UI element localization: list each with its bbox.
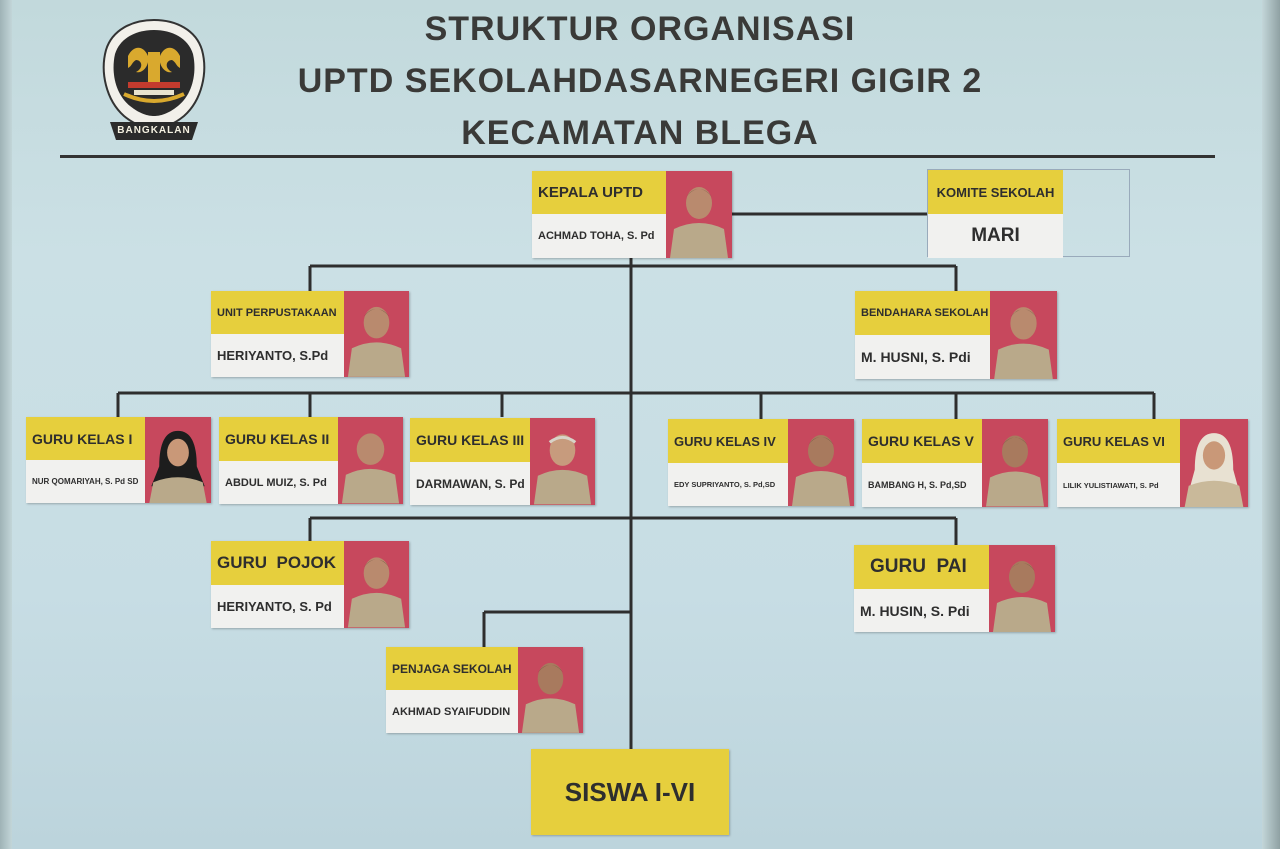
frame-left-edge — [0, 0, 12, 849]
card-komite-sekolah: KOMITE SEKOLAH MARI — [927, 169, 1130, 258]
portrait-photo — [344, 541, 409, 628]
name-label: BAMBANG H, S. Pd,SD — [862, 463, 982, 507]
card-penjaga-sekolah: PENJAGA SEKOLAH AKHMAD SYAIFUDDIN — [386, 647, 583, 733]
role-label: GURU KELAS I — [26, 417, 145, 460]
role-label: GURU KELAS IV — [668, 419, 788, 463]
portrait-photo — [518, 647, 583, 733]
card-guru-kelas-2: GURU KELAS II ABDUL MUIZ, S. Pd — [219, 417, 403, 504]
siswa-box: SISWA I-VI — [531, 749, 729, 835]
card-guru-kelas-5: GURU KELAS V BAMBANG H, S. Pd,SD — [862, 419, 1048, 507]
role-label: GURU KELAS III — [410, 418, 530, 462]
portrait-photo — [989, 545, 1055, 632]
name-label: MARI — [928, 214, 1063, 258]
name-label: M. HUSNI, S. Pdi — [855, 335, 990, 379]
card-kepala-uptd: KEPALA UPTD ACHMAD TOHA, S. Pd — [532, 171, 732, 258]
portrait-photo — [145, 417, 211, 503]
role-label: GURU PAI — [854, 545, 989, 589]
role-label: GURU KELAS II — [219, 417, 338, 461]
title-line-3: KECAMATAN BLEGA — [461, 114, 819, 152]
frame-right-edge — [1262, 0, 1280, 849]
portrait-photo — [338, 417, 403, 504]
card-guru-pai: GURU PAI M. HUSIN, S. Pdi — [854, 545, 1055, 632]
portrait-photo — [788, 419, 854, 506]
name-label: EDY SUPRIYANTO, S. Pd,SD — [668, 463, 788, 506]
role-label: KEPALA UPTD — [532, 171, 666, 214]
portrait-photo — [990, 291, 1057, 379]
title-line-1: STRUKTUR ORGANISASI — [424, 10, 856, 48]
card-guru-pojok: GURU POJOK HERIYANTO, S. Pd — [211, 541, 409, 628]
name-label: HERIYANTO, S.Pd — [211, 334, 344, 377]
logo-label: BANGKALAN — [117, 125, 191, 136]
name-label: AKHMAD SYAIFUDDIN — [386, 690, 518, 733]
portrait-photo — [982, 419, 1048, 507]
card-guru-kelas-3: GURU KELAS III DARMAWAN, S. Pd — [410, 418, 595, 505]
portrait-photo — [1180, 419, 1248, 507]
card-guru-kelas-6: GURU KELAS VI LILIK YULISTIAWATI, S. Pd — [1057, 419, 1248, 507]
title-divider — [60, 155, 1215, 158]
card-unit-perpustakaan: UNIT PERPUSTAKAAN HERIYANTO, S.Pd — [211, 291, 409, 377]
role-label: KOMITE SEKOLAH — [928, 170, 1063, 214]
card-guru-kelas-1: GURU KELAS I NUR QOMARIYAH, S. Pd SD — [26, 417, 211, 503]
role-label: BENDAHARA SEKOLAH — [855, 291, 990, 335]
name-label: ACHMAD TOHA, S. Pd — [532, 214, 666, 258]
portrait-photo — [344, 291, 409, 377]
role-label: GURU KELAS V — [862, 419, 982, 463]
portrait-photo — [666, 171, 732, 258]
name-label: HERIYANTO, S. Pd — [211, 585, 344, 628]
name-label: ABDUL MUIZ, S. Pd — [219, 461, 338, 504]
name-label: M. HUSIN, S. Pdi — [854, 589, 989, 632]
role-label: GURU KELAS VI — [1057, 419, 1180, 463]
portrait-photo — [530, 418, 595, 505]
role-label: UNIT PERPUSTAKAAN — [211, 291, 344, 334]
bangkalan-logo: BANGKALAN — [98, 16, 210, 146]
name-label: DARMAWAN, S. Pd — [410, 462, 530, 505]
role-label: GURU POJOK — [211, 541, 344, 585]
card-guru-kelas-4: GURU KELAS IV EDY SUPRIYANTO, S. Pd,SD — [668, 419, 854, 506]
card-bendahara-sekolah: BENDAHARA SEKOLAH M. HUSNI, S. Pdi — [855, 291, 1057, 379]
title-line-2: UPTD SEKOLAHDASARNEGERI GIGIR 2 — [297, 62, 983, 100]
name-label: NUR QOMARIYAH, S. Pd SD — [26, 460, 145, 503]
name-label: LILIK YULISTIAWATI, S. Pd — [1057, 463, 1180, 507]
role-label: PENJAGA SEKOLAH — [386, 647, 518, 690]
